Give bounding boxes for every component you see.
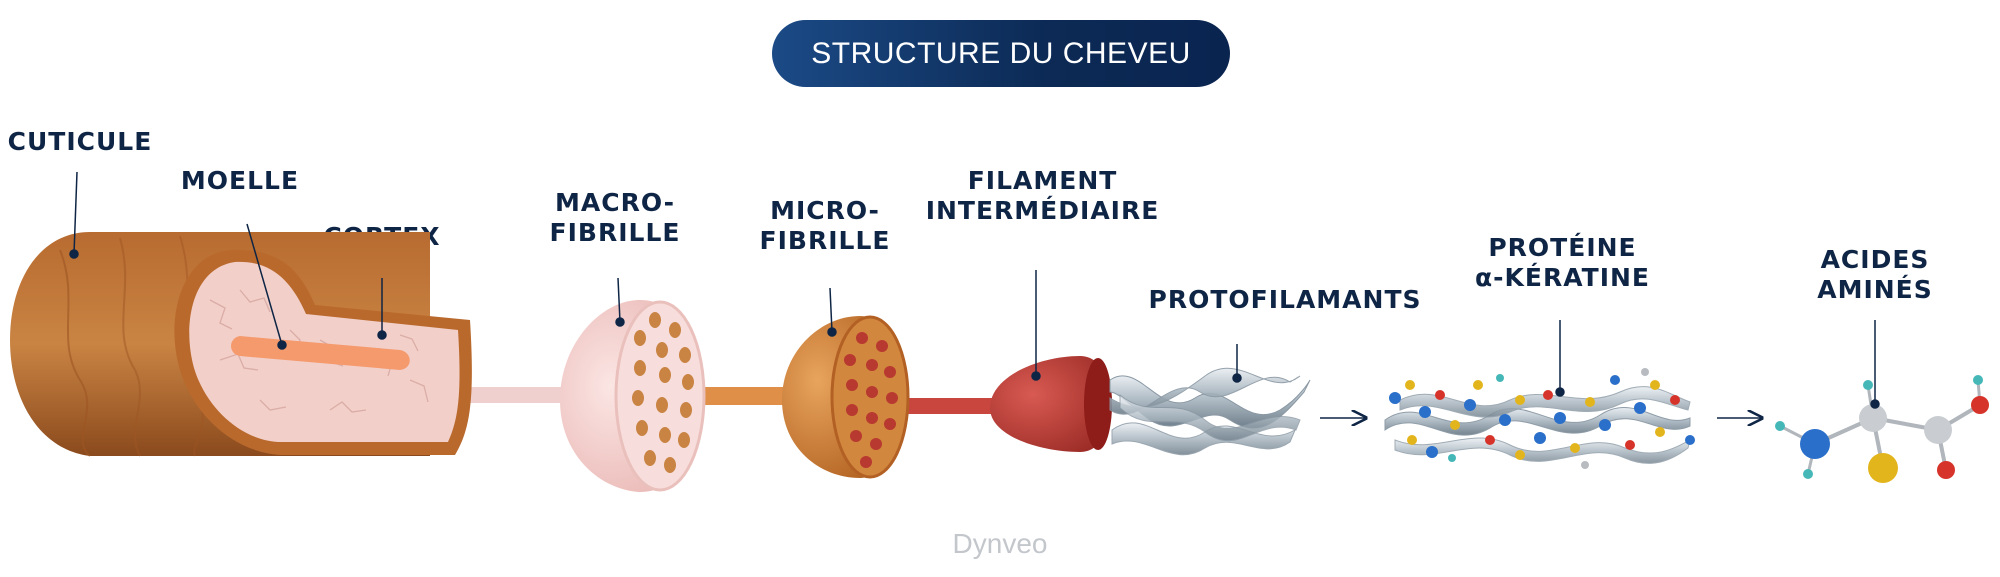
filament-face — [1084, 358, 1112, 450]
dynveo-watermark-logo: Dynveo — [952, 528, 1048, 559]
label-filament-intermediaire: FILAMENT INTERMÉDIAIRE — [925, 166, 1160, 225]
label-moelle: MOELLE — [180, 166, 300, 195]
diagram-title: STRUCTURE DU CHEVEU — [811, 36, 1191, 70]
label-macrofibrille: MACRO- FIBRILLE — [549, 188, 681, 247]
macrofibrille-dots — [632, 312, 694, 473]
microfibrille-dots — [844, 332, 898, 468]
micro-shaft — [890, 398, 1010, 414]
amino-acid-molecule — [1775, 375, 1989, 483]
label-protofilaments: PROTOFILAMANTS — [1148, 285, 1422, 314]
leader-lines — [69, 171, 1880, 409]
macrofibrille-face — [614, 300, 706, 492]
title-pill: STRUCTURE DU CHEVEU — [772, 20, 1230, 87]
label-proteine-alpha-keratine: PROTÉINE α-KÉRATINE — [1474, 233, 1650, 292]
label-acides-amines: ACIDES AMINÉS — [1817, 245, 1933, 304]
label-cuticule: CUTICULE — [7, 127, 153, 156]
label-microfibrille: MICRO- FIBRILLE — [759, 196, 891, 255]
keratine-atoms — [1389, 368, 1695, 469]
protofilaments-helix — [1109, 367, 1311, 456]
filament-body — [990, 356, 1112, 452]
cortex-shaft — [440, 387, 580, 403]
moelle-core — [231, 336, 410, 370]
